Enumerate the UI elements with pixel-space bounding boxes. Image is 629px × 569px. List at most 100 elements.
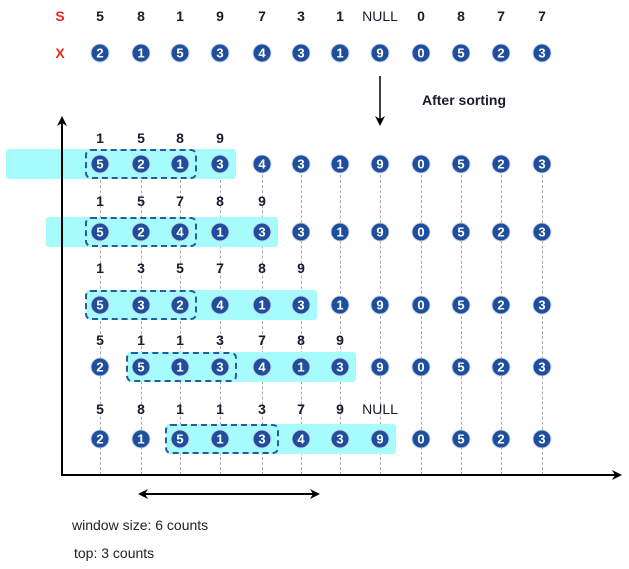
window-highlight: [86, 290, 317, 320]
value-circle: 2: [491, 222, 511, 242]
value-circle: 1: [330, 295, 350, 315]
value-circle: 1: [252, 295, 272, 315]
value-circle: 5: [451, 429, 471, 449]
value-circle: 1: [210, 222, 230, 242]
value-circle: 3: [252, 222, 272, 242]
value-circle: 1: [330, 222, 350, 242]
x-value-circle: 3: [210, 43, 230, 63]
sorted-value-label: 1: [96, 193, 104, 209]
column-guide-line: [542, 175, 543, 475]
column-guide-line: [340, 175, 341, 475]
sorted-value-label: 7: [216, 260, 224, 276]
column-guide-line: [501, 175, 502, 475]
value-circle: 1: [210, 429, 230, 449]
value-circle: 2: [131, 222, 151, 242]
sorted-value-label: 9: [336, 401, 344, 417]
s-row-label: S: [55, 8, 65, 24]
x-value-circle: 0: [411, 43, 431, 63]
value-circle: 9: [370, 154, 390, 174]
value-circle: 3: [291, 222, 311, 242]
value-circle: 5: [451, 222, 471, 242]
sorted-value-label: 7: [297, 401, 305, 417]
sorted-value-label: 3: [216, 332, 224, 348]
value-circle: 5: [90, 295, 110, 315]
top-count-text: top: 3 counts: [74, 545, 155, 561]
value-circle: 4: [291, 429, 311, 449]
sorted-value-label: 1: [176, 332, 184, 348]
value-circle: 4: [252, 154, 272, 174]
value-circle: 3: [291, 295, 311, 315]
s-value: NULL: [362, 8, 398, 24]
s-value: 0: [417, 8, 425, 24]
sorted-value-label: 1: [96, 130, 104, 146]
after-sorting-label: After sorting: [422, 92, 506, 108]
sorted-value-label: 9: [258, 193, 266, 209]
window-highlight: [166, 424, 396, 454]
top-k-box: [85, 217, 197, 247]
value-circle: 9: [370, 429, 390, 449]
top-k-box: [85, 149, 197, 179]
sorted-value-label: 7: [258, 332, 266, 348]
window-highlight: [6, 149, 236, 179]
sorted-value-label: 8: [137, 401, 145, 417]
value-circle: 1: [131, 429, 151, 449]
value-circle: 5: [170, 429, 190, 449]
sorted-value-label: 5: [176, 260, 184, 276]
value-circle: 4: [170, 222, 190, 242]
sorted-value-label: 9: [216, 130, 224, 146]
value-circle: 1: [170, 154, 190, 174]
s-value: 8: [457, 8, 465, 24]
value-circle: 5: [451, 154, 471, 174]
value-circle: 5: [90, 154, 110, 174]
x-value-circle: 3: [532, 43, 552, 63]
value-circle: 3: [532, 357, 552, 377]
value-circle: 0: [411, 295, 431, 315]
sorted-value-label: 8: [176, 130, 184, 146]
sorted-value-label: 1: [176, 401, 184, 417]
value-circle: 5: [451, 295, 471, 315]
s-value: 7: [497, 8, 505, 24]
value-circle: 3: [532, 295, 552, 315]
value-circle: 2: [131, 154, 151, 174]
sorted-value-label: 3: [137, 260, 145, 276]
s-value: 1: [336, 8, 344, 24]
top-k-box: [165, 424, 279, 454]
column-guide-line: [301, 175, 302, 475]
value-circle: 2: [90, 429, 110, 449]
x-value-circle: 1: [131, 43, 151, 63]
sorted-value-label: NULL: [362, 401, 398, 417]
sorted-value-label: 8: [216, 193, 224, 209]
value-circle: 2: [491, 154, 511, 174]
x-value-circle: 2: [491, 43, 511, 63]
value-circle: 4: [210, 295, 230, 315]
x-value-circle: 1: [330, 43, 350, 63]
sorted-value-label: 8: [297, 332, 305, 348]
value-circle: 3: [330, 357, 350, 377]
value-circle: 2: [90, 357, 110, 377]
sorted-value-label: 1: [96, 260, 104, 276]
window-size-text: window size: 6 counts: [72, 517, 209, 533]
x-value-circle: 9: [370, 43, 390, 63]
value-circle: 3: [291, 154, 311, 174]
s-value: 7: [538, 8, 546, 24]
value-circle: 4: [252, 357, 272, 377]
sorted-value-label: 1: [216, 401, 224, 417]
value-circle: 3: [131, 295, 151, 315]
x-value-circle: 3: [291, 43, 311, 63]
value-circle: 3: [330, 429, 350, 449]
x-value-circle: 4: [252, 43, 272, 63]
value-circle: 9: [370, 295, 390, 315]
value-circle: 2: [491, 295, 511, 315]
column-guide-line: [180, 175, 181, 475]
x-value-circle: 5: [451, 43, 471, 63]
x-value-circle: 5: [170, 43, 190, 63]
s-value: 7: [258, 8, 266, 24]
sorted-value-label: 5: [96, 401, 104, 417]
sorted-value-label: 8: [258, 260, 266, 276]
value-circle: 9: [370, 357, 390, 377]
column-guide-line: [380, 175, 381, 475]
s-value: 1: [176, 8, 184, 24]
sorted-value-label: 7: [176, 193, 184, 209]
s-value: 9: [216, 8, 224, 24]
